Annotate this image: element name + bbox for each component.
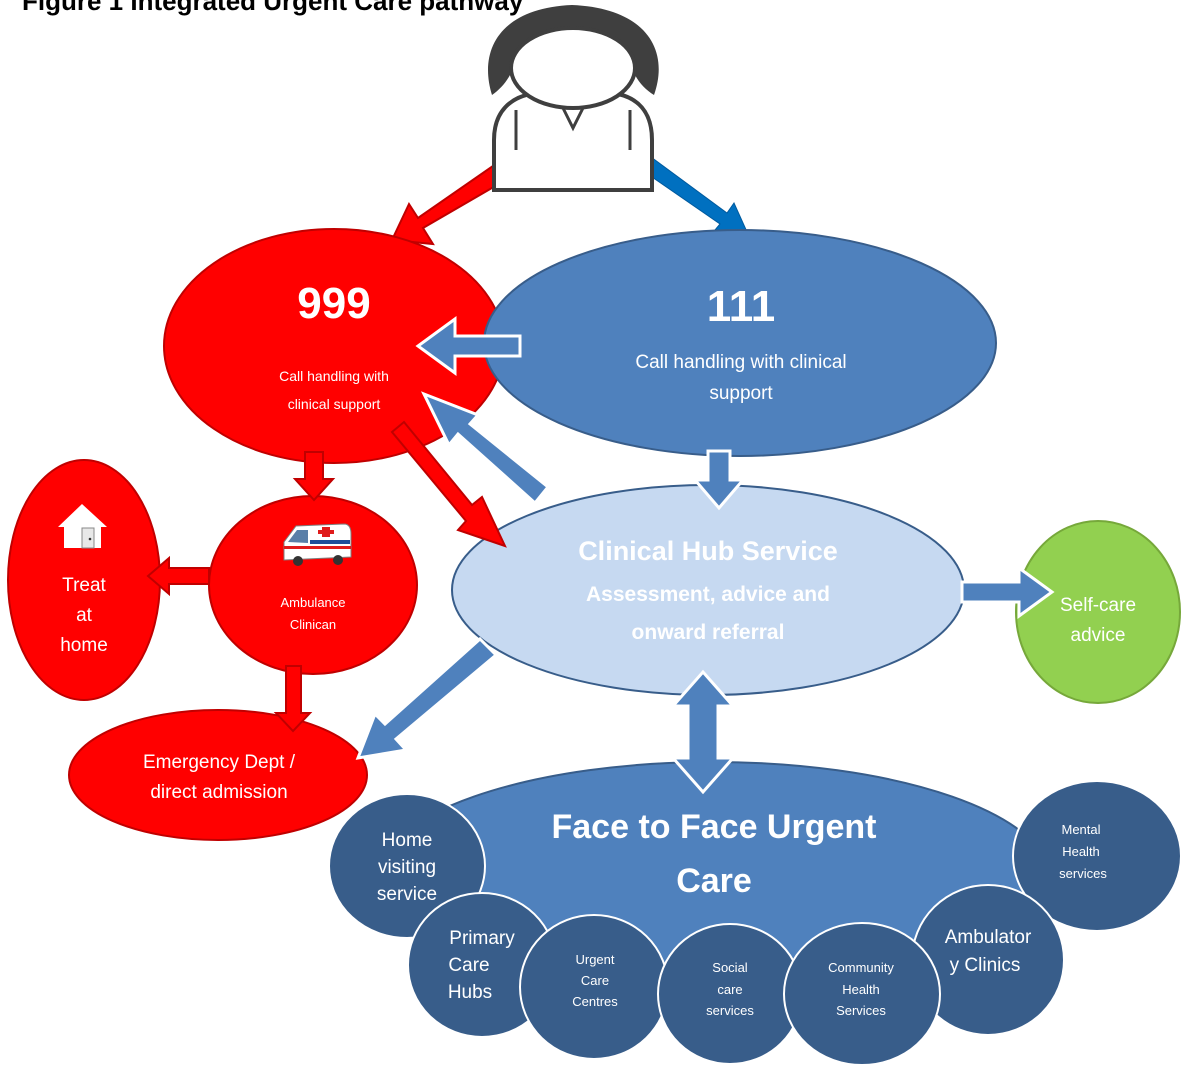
arrow-hub-to-selfcare — [960, 565, 1055, 619]
arrow-111-to-hub — [691, 449, 747, 511]
service-label: Mental — [1061, 822, 1100, 837]
node-999-title: 999 — [297, 279, 370, 328]
node-treat-line2: at — [76, 605, 93, 626]
person-icon — [488, 5, 659, 192]
node-treat-line1: Treat — [62, 575, 106, 596]
service-label: Ambulator — [945, 927, 1032, 948]
node-self-care — [1015, 520, 1181, 704]
service-label: Health — [1062, 844, 1100, 859]
service-label: services — [706, 1003, 754, 1018]
service-primary-care: Primary Care Hubs — [407, 892, 557, 1038]
service-label: visiting — [378, 857, 436, 878]
house-icon — [58, 504, 107, 549]
arrow-hub-face-to-face — [669, 669, 737, 795]
node-treat-line3: home — [60, 635, 108, 656]
arrow-hub-to-999 — [420, 391, 551, 506]
arrow-999-to-hub — [390, 420, 507, 548]
service-label: services — [1059, 866, 1107, 881]
arrow-hub-to-ed — [355, 636, 499, 760]
heart-icon — [1034, 476, 1082, 532]
arrow-ambulance-to-ed — [273, 665, 313, 733]
node-ed-line2: direct admission — [150, 782, 287, 803]
service-label: Care — [448, 955, 489, 976]
node-ambulance-clinician — [208, 495, 418, 675]
node-111-title: 111 — [707, 282, 776, 331]
node-hub-line1: Assessment, advice and — [586, 583, 830, 606]
node-111 — [483, 229, 997, 457]
service-label: Centres — [572, 994, 618, 1009]
figure-caption: Figure 1 Integrated Urgent Care pathway — [22, 0, 524, 16]
service-label: Home — [382, 830, 433, 851]
service-urgent-care: Urgent Care Centres — [519, 914, 669, 1060]
service-label: Urgent — [575, 952, 614, 967]
node-ambulance-line1: Ambulance — [280, 595, 345, 610]
node-f2f-line2: Care — [676, 862, 752, 900]
ambulance-icon — [283, 523, 352, 566]
node-hub-title: Clinical Hub Service — [578, 536, 838, 566]
service-social-care: Social care services — [657, 923, 803, 1065]
node-selfcare-line1: Self-care — [1060, 595, 1136, 616]
node-ed-line1: Emergency Dept / — [143, 752, 296, 773]
service-label: Community — [828, 960, 894, 975]
node-f2f-line1: Face to Face Urgent — [552, 808, 877, 846]
service-label: Services — [836, 1003, 886, 1018]
service-label: Hubs — [448, 982, 492, 1003]
arrow-111-to-999 — [415, 316, 522, 376]
node-999-line1: Call handling with — [279, 368, 389, 384]
service-label: service — [377, 884, 437, 905]
arrow-ambulance-to-treat — [146, 555, 210, 597]
node-ambulance-line2: Clinican — [290, 617, 336, 632]
service-label: Care — [581, 973, 609, 988]
node-111-line1: Call handling with clinical — [635, 352, 846, 373]
service-label: Health — [842, 982, 880, 997]
service-label: y Clinics — [950, 955, 1021, 976]
node-111-line2: support — [709, 383, 773, 404]
node-999-line2: clinical support — [288, 396, 381, 412]
service-label: care — [717, 982, 742, 997]
node-emergency-dept — [68, 709, 368, 841]
arrow-999-to-ambulance — [292, 451, 336, 502]
node-selfcare-line2: advice — [1071, 625, 1126, 646]
service-mental-health: Mental Health services — [1012, 780, 1182, 932]
node-hub-line2: onward referral — [632, 621, 785, 644]
service-label: Social — [712, 960, 748, 975]
service-community-health: Community Health Services — [783, 922, 941, 1066]
service-label: Primary — [449, 928, 515, 949]
service-ambulatory: Ambulator y Clinics — [911, 884, 1065, 1036]
